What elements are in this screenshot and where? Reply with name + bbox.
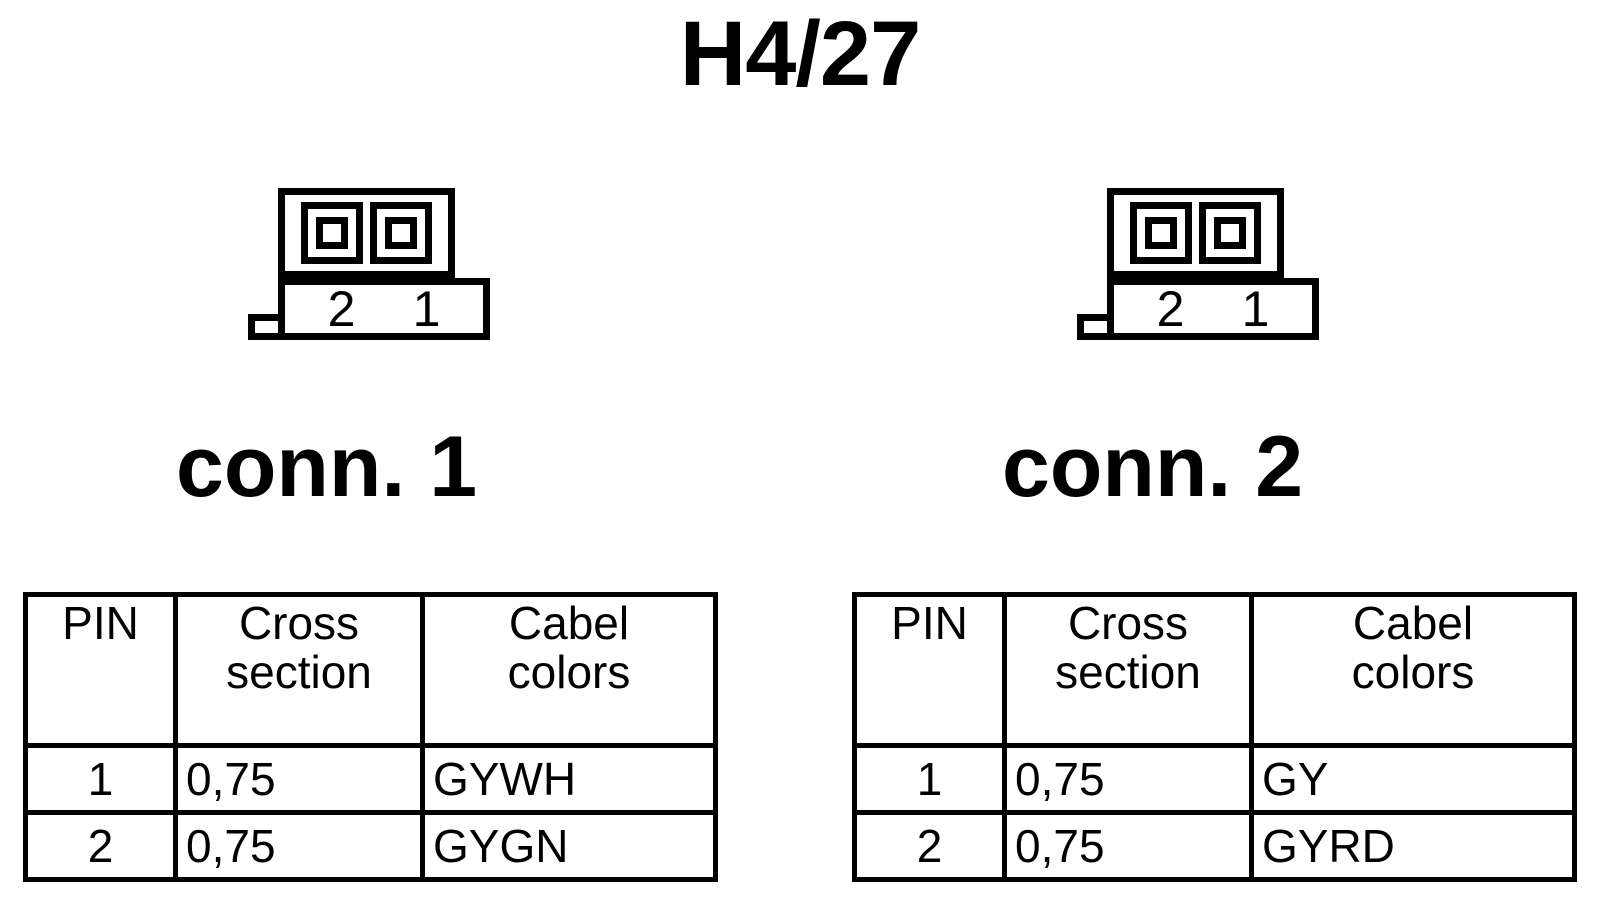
- pin-socket-icon: [301, 202, 363, 264]
- cell-cable-color: GYRD: [1249, 810, 1577, 882]
- pin-table-conn-1: PIN Cross section Cabel colors 1 0,75 GY…: [23, 592, 718, 882]
- header-line-1: Cabel: [1352, 597, 1474, 649]
- pin-socket-inner-icon: [1214, 217, 1246, 249]
- connector-symbol-2: 2 1: [1077, 188, 1327, 348]
- column-header-cross-section: Cross section: [173, 592, 425, 748]
- connector-pin-number-strip: 2 1: [278, 278, 490, 340]
- connector-label-1: conn. 1: [176, 419, 478, 515]
- cell-pin: 1: [23, 743, 178, 815]
- cell-cable-color: GYWH: [420, 743, 718, 815]
- table-row: 2 0,75 GYGN: [23, 810, 718, 882]
- header-line-2: section: [1055, 645, 1201, 698]
- connector-housing-upper: [1107, 188, 1284, 278]
- table-header-row: PIN Cross section Cabel colors: [852, 592, 1577, 748]
- pin-socket-inner-icon: [1145, 217, 1177, 249]
- cell-cable-color: GYGN: [420, 810, 718, 882]
- connector-pin-number: 2: [1156, 281, 1185, 337]
- connector-pin-number: 2: [327, 281, 356, 337]
- cell-cross-section: 0,75: [1002, 743, 1254, 815]
- pin-table-conn-2: PIN Cross section Cabel colors 1 0,75 GY…: [852, 592, 1577, 882]
- pin-socket-icon: [1130, 202, 1192, 264]
- cell-pin: 2: [852, 810, 1007, 882]
- connector-pin-number-strip: 2 1: [1107, 278, 1319, 340]
- cell-pin: 1: [852, 743, 1007, 815]
- header-line-2: colors: [1351, 645, 1475, 698]
- page-title: H4/27: [679, 3, 922, 105]
- column-header-cable-colors: Cabel colors: [1249, 592, 1577, 748]
- connector-pin-number: 1: [1241, 281, 1270, 337]
- table-row: 1 0,75 GYWH: [23, 743, 718, 815]
- table-header-row: PIN Cross section Cabel colors: [23, 592, 718, 748]
- cell-cable-color: GY: [1249, 743, 1577, 815]
- cell-cross-section: 0,75: [173, 810, 425, 882]
- column-header-cross-section: Cross section: [1002, 592, 1254, 748]
- column-header-pin: PIN: [852, 592, 1007, 748]
- header-line-2: colors: [507, 645, 631, 698]
- cell-cross-section: 0,75: [173, 743, 425, 815]
- table-row: 2 0,75 GYRD: [852, 810, 1577, 882]
- header-line-2: section: [226, 645, 372, 698]
- header-line-1: Cross: [1067, 597, 1189, 649]
- connector-pin-number: 1: [412, 281, 441, 337]
- pin-socket-inner-icon: [316, 217, 348, 249]
- cell-cross-section: 0,75: [1002, 810, 1254, 882]
- column-header-pin: PIN: [23, 592, 178, 748]
- column-header-cable-colors: Cabel colors: [420, 592, 718, 748]
- header-line-1: Cross: [238, 597, 360, 649]
- pin-socket-icon: [1199, 202, 1261, 264]
- connector-label-2: conn. 2: [1002, 419, 1304, 515]
- connector-housing-upper: [278, 188, 455, 278]
- table-row: 1 0,75 GY: [852, 743, 1577, 815]
- pin-socket-inner-icon: [385, 217, 417, 249]
- pin-socket-icon: [370, 202, 432, 264]
- header-line-1: Cabel: [508, 597, 630, 649]
- connector-symbol-1: 2 1: [248, 188, 498, 348]
- cell-pin: 2: [23, 810, 178, 882]
